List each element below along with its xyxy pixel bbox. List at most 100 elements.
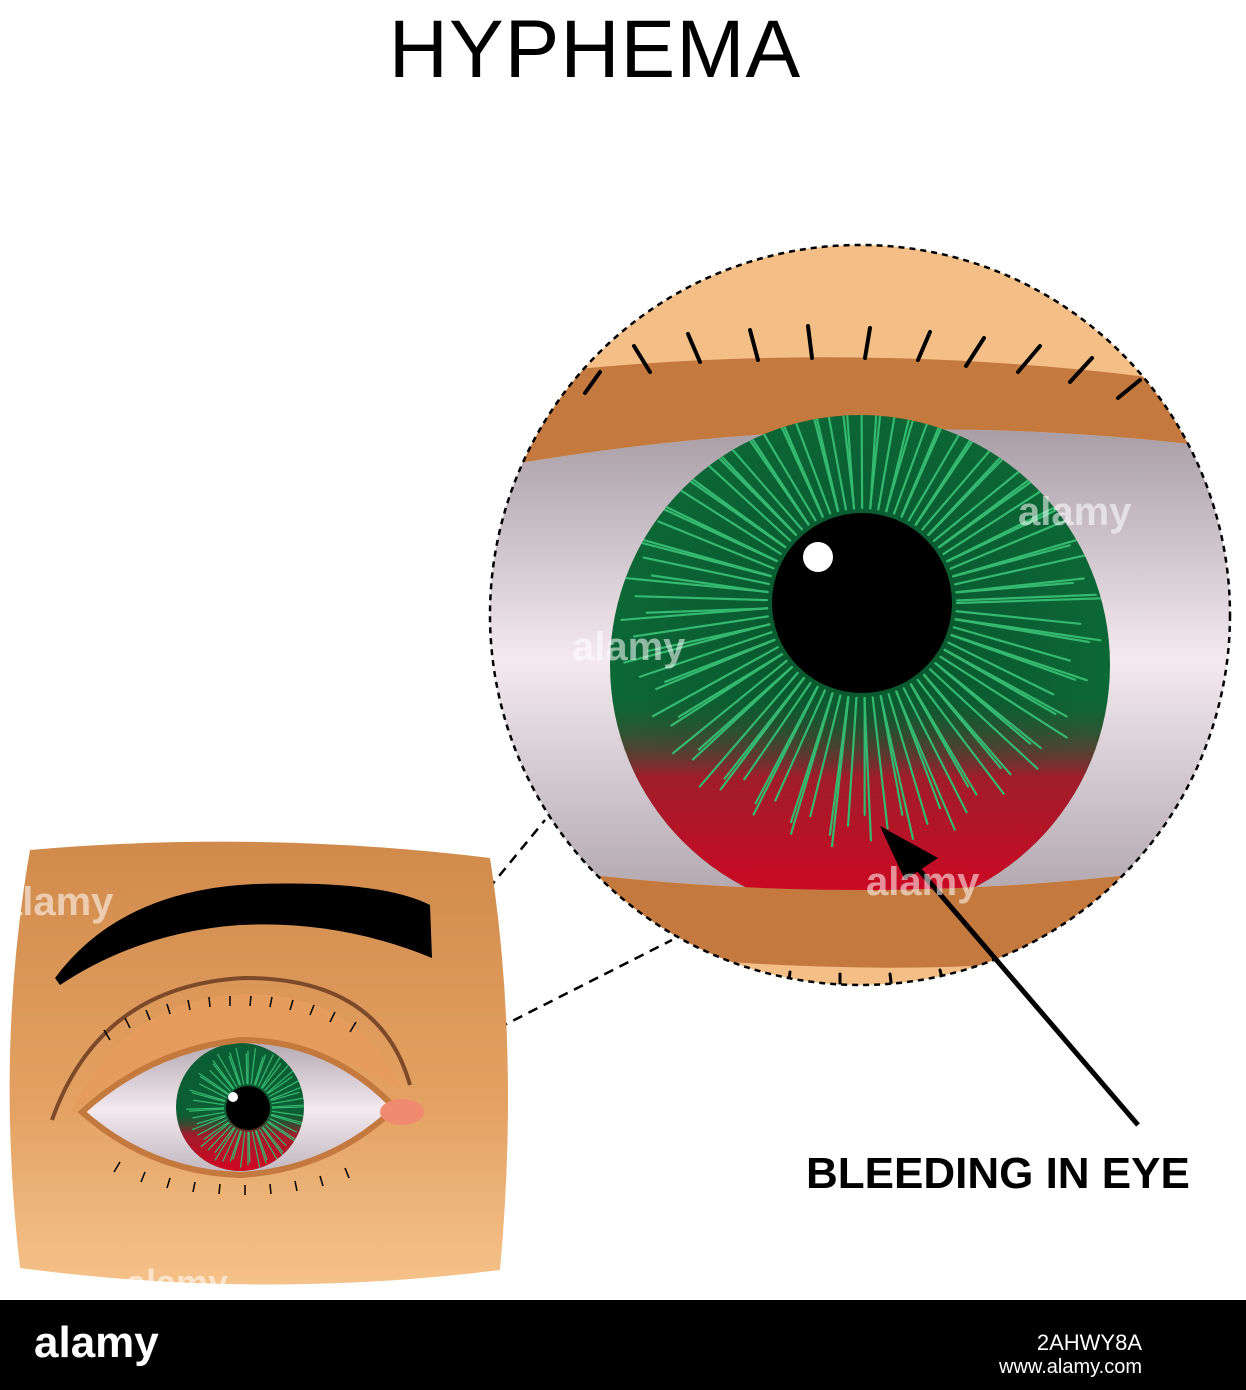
iris-fiber [270, 1114, 304, 1127]
iris-fiber [207, 1124, 232, 1151]
iris-fiber [934, 662, 1042, 750]
face-patch [9, 841, 508, 1285]
iris-fiber [923, 673, 1012, 776]
iris-fiber [257, 1054, 274, 1087]
iris-fiber [846, 696, 858, 827]
iris-fiber [950, 633, 1088, 682]
iris-fiber [255, 1130, 268, 1161]
iris-fiber [943, 648, 1068, 718]
iris-fiber [271, 1104, 304, 1108]
iris-fiber [245, 1053, 248, 1085]
iris-fiber [790, 692, 834, 835]
iris-fiber [650, 574, 769, 594]
footer-logo: alamy [34, 1318, 159, 1367]
iris-fiber [212, 1060, 235, 1089]
iris-fiber [217, 1053, 238, 1088]
iris-fiber [232, 1130, 243, 1160]
iris-fiber [895, 690, 942, 810]
iris-fiber [258, 1128, 279, 1163]
iris-fiber [955, 597, 1109, 605]
iris-fiber [268, 1080, 299, 1098]
iris-fiber [670, 653, 784, 727]
iris-fiber [949, 511, 1087, 570]
iris-fiber [703, 460, 792, 542]
iris-fiber [916, 678, 1005, 795]
watermark: alamy [1146, 1128, 1243, 1166]
iris-fiber [209, 1069, 232, 1092]
iris-fiber [270, 1113, 304, 1124]
iris-fiber [633, 615, 770, 638]
iris-fiber [235, 1047, 245, 1085]
iris-fiber [199, 1075, 229, 1096]
image-id: 2AHWY8A [1036, 1330, 1142, 1355]
iris-fiber [691, 666, 794, 761]
iris-fiber [952, 538, 1081, 578]
pupil [772, 513, 952, 693]
iris-fiber [671, 659, 788, 755]
iris-fiber [250, 1048, 256, 1085]
iris-fiber [270, 1091, 300, 1102]
iris-fiber [638, 631, 773, 678]
iris-fiber [262, 1126, 284, 1153]
pupil-highlight [803, 542, 833, 572]
watermark: alamy [126, 1262, 229, 1303]
watermark: alamy [866, 860, 980, 904]
iris-fiber [240, 1131, 246, 1168]
iris-fiber [955, 610, 1082, 625]
iris-fiber [642, 556, 771, 586]
iris-fiber [719, 677, 806, 791]
iris-fiber [860, 415, 864, 510]
iris-fiber [192, 1111, 225, 1119]
iris-fiber [646, 623, 771, 653]
hyphema-illustration [9, 243, 1232, 1285]
iris-fiber [271, 1097, 304, 1105]
iris-fiber [928, 668, 1039, 770]
iris-fiber [830, 695, 850, 848]
iris-fiber [887, 693, 929, 825]
iris-fiber [657, 520, 775, 570]
iris-fiber [191, 1092, 226, 1103]
iris-fiber [266, 1068, 296, 1094]
iris-fiber [214, 1127, 236, 1161]
iris-fiber [192, 1099, 225, 1106]
iris-fiber [752, 685, 819, 816]
iris-fiber [624, 537, 772, 578]
watermark: alamy [1018, 490, 1132, 534]
arrow-pointer-icon [880, 826, 1140, 1127]
iris-fiber [271, 1110, 304, 1117]
iris-fiber [805, 415, 839, 513]
iris-fiber [191, 1115, 226, 1131]
iris-fiber [269, 1117, 298, 1133]
magnifier-outline [488, 243, 1232, 987]
iris-fiber [270, 1085, 304, 1101]
iris-fiber [877, 415, 903, 511]
magnified-eye [490, 245, 1230, 985]
iris-fiber [200, 1122, 230, 1148]
eyebrow [55, 883, 432, 985]
diagram-title: HYPHEMA [388, 4, 802, 95]
footer-bar [0, 1300, 1246, 1390]
iris-fiber [642, 498, 778, 563]
iris-fiber [843, 415, 855, 510]
tear-duct [380, 1099, 424, 1125]
iris-fiber [271, 1106, 304, 1109]
iris-fiber [228, 1055, 241, 1086]
iris-fiber [185, 1107, 225, 1110]
iris-fiber [939, 655, 1068, 739]
iris-fiber [921, 436, 1002, 531]
iris-fiber [253, 1056, 264, 1086]
iris-fiber [947, 641, 1055, 696]
iris-fiber [248, 1131, 251, 1163]
iris-fiber [261, 1063, 282, 1089]
iris-fiber [267, 1120, 297, 1141]
iris-fiber [955, 577, 1085, 594]
watermark: alamy [0, 880, 114, 924]
iris-fiber [902, 687, 968, 814]
iris-fiber [198, 1072, 229, 1095]
iris-fiber [189, 1089, 226, 1102]
iris-fiber [909, 683, 978, 796]
iris-fiber [774, 689, 826, 802]
iris-fiber [196, 1114, 226, 1125]
iris-fiber [254, 1130, 267, 1164]
iris-fiber [892, 415, 940, 515]
